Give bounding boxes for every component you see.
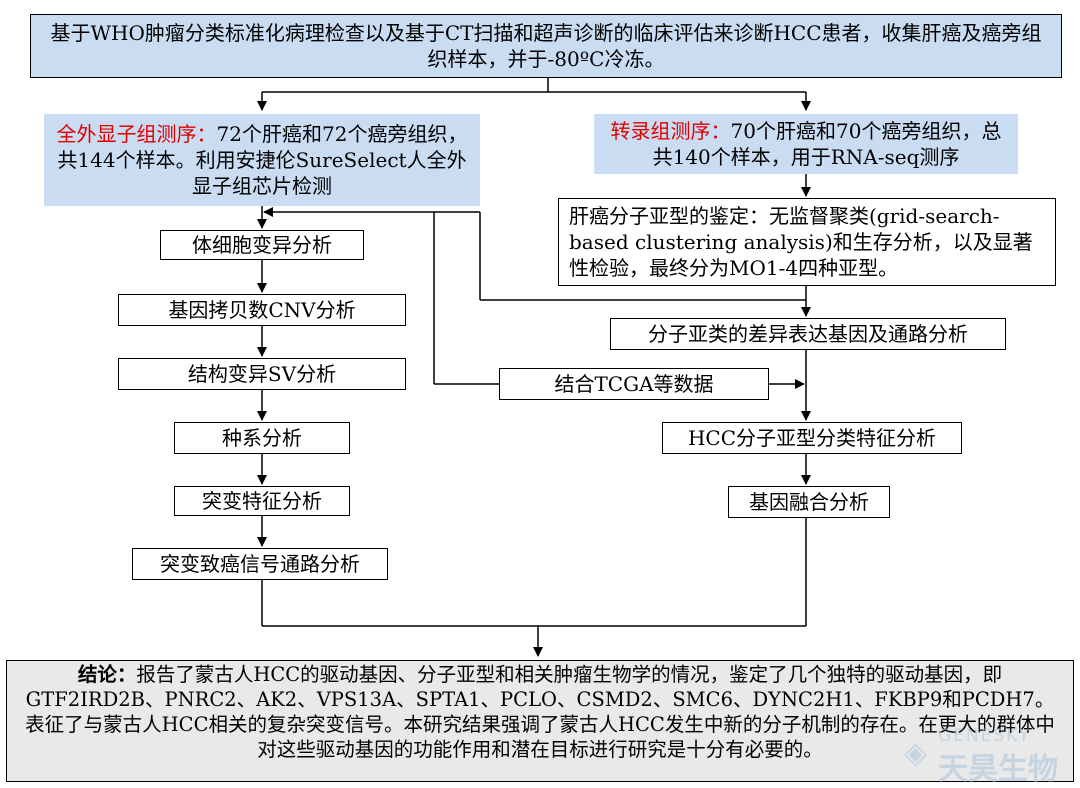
left-step-sv-label: 结构变异SV分析	[187, 362, 337, 386]
tcga-box: 结合TCGA等数据	[499, 368, 769, 400]
subtype-text: 肝癌分子亚型的鉴定：无监督聚类(grid-search-based cluste…	[569, 204, 1033, 280]
wes-label: 全外显子组测序：	[56, 122, 217, 146]
wes-text: 72个肝癌和72个癌旁组织，共144个样本。利用安捷伦SureSelect人全外…	[57, 122, 468, 198]
left-step-pathway: 突变致癌信号通路分析	[132, 548, 388, 580]
subtype-box: 肝癌分子亚型的鉴定：无监督聚类(grid-search-based cluste…	[558, 198, 1056, 286]
right-step-deg: 分子亚类的差异表达基因及通路分析	[610, 318, 1006, 350]
right-step-deg-label: 分子亚类的差异表达基因及通路分析	[648, 322, 968, 346]
tcga-label: 结合TCGA等数据	[554, 372, 714, 396]
left-step-somatic-label: 体细胞变异分析	[192, 233, 332, 257]
wes-box: 全外显子组测序：72个肝癌和72个癌旁组织，共144个样本。利用安捷伦SureS…	[44, 114, 480, 206]
left-step-somatic: 体细胞变异分析	[160, 230, 364, 260]
rna-content: 转录组测序：70个肝癌和70个癌旁组织，总共140个样本，用于RNA-seq测序	[604, 118, 1008, 170]
right-step-feature: HCC分子亚型分类特征分析	[662, 422, 962, 454]
conclusion-label: 结论：	[77, 663, 137, 686]
rna-label: 转录组测序：	[610, 119, 731, 143]
wes-content: 全外显子组测序：72个肝癌和72个癌旁组织，共144个样本。利用安捷伦SureS…	[54, 121, 470, 199]
watermark-cn: 天昊生物	[938, 752, 1058, 787]
left-step-germline-label: 种系分析	[222, 426, 302, 450]
conclusion-box: 结论：报告了蒙古人HCC的驱动基因、分子亚型和相关肿瘤生物学的情况，鉴定了几个独…	[6, 660, 1074, 782]
rna-text: 70个肝癌和70个癌旁组织，总共140个样本，用于RNA-seq测序	[652, 119, 1002, 169]
conclusion-text: 报告了蒙古人HCC的驱动基因、分子亚型和相关肿瘤生物学的情况，鉴定了几个独特的驱…	[25, 663, 1055, 761]
right-step-fusion-label: 基因融合分析	[749, 490, 869, 514]
right-step-fusion: 基因融合分析	[728, 486, 890, 518]
right-step-feature-label: HCC分子亚型分类特征分析	[687, 426, 937, 450]
left-step-cnv-label: 基因拷贝数CNV分析	[168, 298, 356, 322]
left-step-germline: 种系分析	[174, 422, 350, 454]
watermark: ◈ GENESKY 天昊生物	[904, 724, 1072, 787]
left-step-sv: 结构变异SV分析	[118, 358, 406, 390]
sample-collection-text: 基于WHO肿瘤分类标准化病理检查以及基于CT扫描和超声诊断的临床评估来诊断HCC…	[50, 21, 1042, 71]
watermark-brand: GENESKY	[938, 726, 1032, 746]
watermark-logo-icon: ◈	[904, 736, 928, 771]
left-step-signature: 突变特征分析	[174, 486, 350, 516]
left-step-signature-label: 突变特征分析	[202, 489, 322, 513]
rna-box: 转录组测序：70个肝癌和70个癌旁组织，总共140个样本，用于RNA-seq测序	[594, 114, 1018, 174]
left-step-pathway-label: 突变致癌信号通路分析	[160, 552, 360, 576]
left-step-cnv: 基因拷贝数CNV分析	[118, 294, 406, 326]
sample-collection-box: 基于WHO肿瘤分类标准化病理检查以及基于CT扫描和超声诊断的临床评估来诊断HCC…	[30, 14, 1062, 78]
